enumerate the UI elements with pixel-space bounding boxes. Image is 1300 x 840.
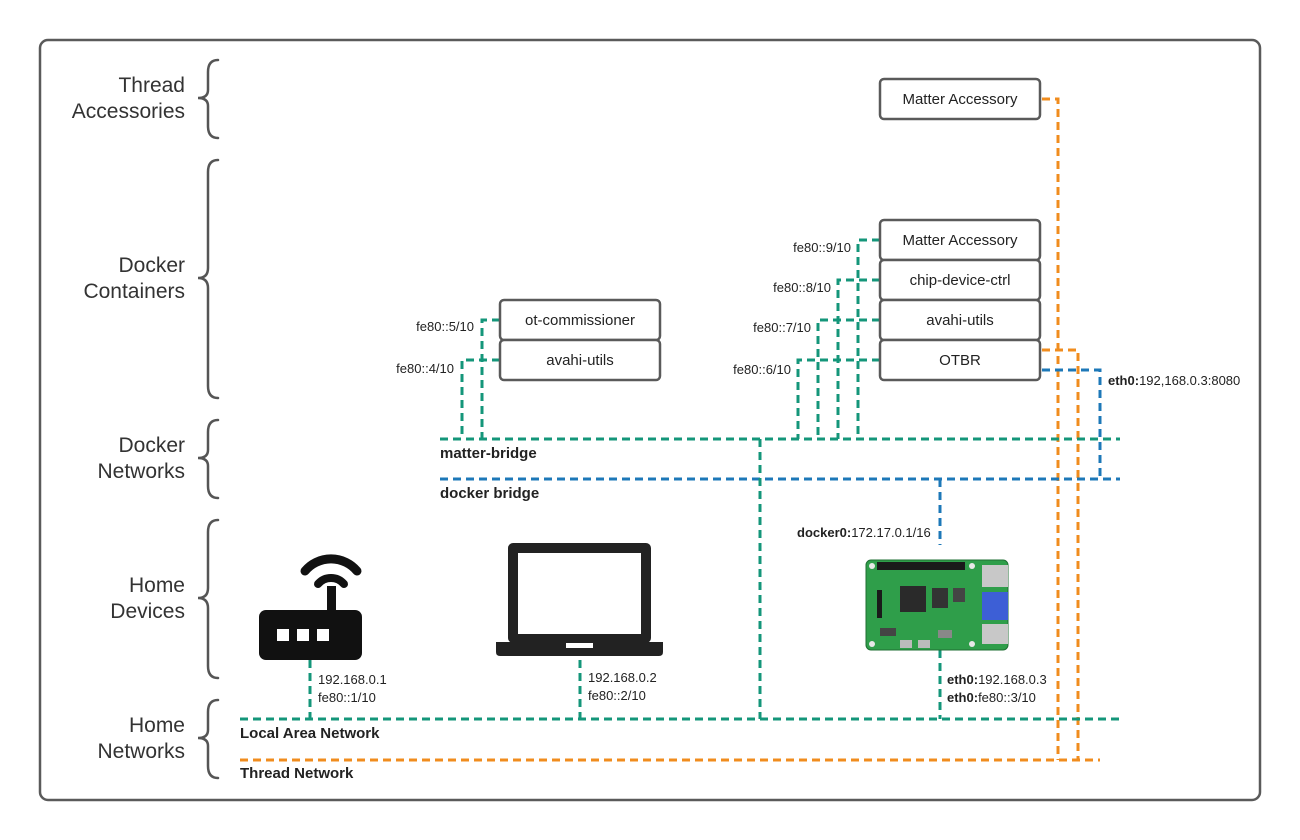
docker-bridge-link-otbr [1042, 368, 1102, 479]
box-avahi-utils-left-label: avahi-utils [546, 352, 614, 369]
laptop-icon [496, 543, 663, 656]
box-ot-commissioner[interactable]: ot-commissioner [498, 298, 662, 342]
box-otbr-label: OTBR [939, 352, 981, 369]
category-docker-containers-line1: Docker [118, 254, 185, 277]
addr-avahi-utils-left: fe80::4/10 [396, 361, 454, 376]
box-avahi-utils-right-label: avahi-utils [926, 312, 994, 329]
addr-pi-eth0-ipv4: eth0:192.168.0.3 [947, 672, 1047, 687]
brace-thread-accessories [197, 58, 220, 140]
category-home-devices: Home Devices [110, 518, 220, 680]
category-home-devices-line1: Home [129, 574, 185, 597]
thread-network-lines [240, 97, 1100, 762]
addr-pi-eth0-value-2: fe80::3/10 [978, 690, 1036, 705]
label-thread-network: Thread Network [240, 765, 354, 782]
addr-otbr-eth0: eth0:192,168.0.3:8080 [1108, 373, 1240, 388]
addr-pi-eth0-prefix-2: eth0: [947, 690, 978, 705]
link-otbr-matter-bridge [796, 358, 880, 439]
addr-docker0-prefix: docker0: [797, 525, 851, 540]
category-docker-networks-line2: Networks [97, 460, 185, 483]
brace-docker-networks [197, 418, 220, 500]
brace-home-devices [197, 518, 220, 680]
box-avahi-utils-right[interactable]: avahi-utils [878, 298, 1042, 342]
brace-docker-containers [197, 158, 220, 400]
addr-ot-commissioner: fe80::5/10 [416, 319, 474, 334]
green-network-lines [240, 238, 1120, 721]
box-chip-device-ctrl-label: chip-device-ctrl [910, 272, 1011, 289]
addr-router-ipv4: 192.168.0.1 [318, 672, 387, 687]
box-otbr[interactable]: OTBR [878, 338, 1042, 382]
addr-otbr-eth0-prefix: eth0: [1108, 373, 1139, 388]
addr-laptop-ipv6: fe80::2/10 [588, 688, 646, 703]
brace-home-networks [197, 698, 220, 780]
category-home-networks: Home Networks [97, 698, 220, 780]
addr-laptop-ipv4: 192.168.0.2 [588, 670, 657, 685]
box-matter-accessory-thread-label: Matter Accessory [902, 91, 1018, 108]
box-ot-commissioner-label: ot-commissioner [525, 312, 635, 329]
label-docker-bridge: docker bridge [440, 485, 539, 502]
addr-chip-device-ctrl: fe80::8/10 [773, 280, 831, 295]
box-matter-accessory-docker[interactable]: Matter Accessory [878, 218, 1042, 262]
docker-bridge-lines [440, 368, 1120, 545]
box-matter-accessory-docker-label: Matter Accessory [902, 232, 1018, 249]
addr-avahi-utils-right: fe80::7/10 [753, 320, 811, 335]
label-local-area-network: Local Area Network [240, 725, 380, 742]
category-thread-accessories: Thread Accessories [72, 58, 220, 140]
wifi-router-icon [259, 554, 362, 660]
link-chip-device-ctrl [836, 278, 880, 439]
category-docker-networks: Docker Networks [97, 418, 220, 500]
addr-docker0-value: 172.17.0.1/16 [851, 525, 931, 540]
category-thread-accessories-line1: Thread [118, 74, 185, 97]
thread-link-matter-accessory [1042, 97, 1060, 760]
category-home-devices-line2: Devices [110, 600, 185, 623]
link-matter-accessory-docker [856, 238, 880, 439]
addr-matter-accessory: fe80::9/10 [793, 240, 851, 255]
link-ot-commissioner [480, 318, 500, 439]
link-avahi-utils-right [816, 318, 880, 439]
addr-router-ipv6: fe80::1/10 [318, 690, 376, 705]
category-home-networks-line1: Home [129, 714, 185, 737]
category-docker-containers-line2: Containers [83, 280, 185, 303]
category-docker-containers: Docker Containers [83, 158, 220, 400]
addr-pi-eth0-ipv6: eth0:fe80::3/10 [947, 690, 1036, 705]
box-chip-device-ctrl[interactable]: chip-device-ctrl [878, 258, 1042, 302]
box-matter-accessory-thread[interactable]: Matter Accessory [878, 77, 1042, 121]
category-docker-networks-line1: Docker [118, 434, 185, 457]
category-home-networks-line2: Networks [97, 740, 185, 763]
raspberry-pi-board-icon [865, 559, 1009, 651]
addr-pi-eth0-value-1: 192.168.0.3 [978, 672, 1047, 687]
category-thread-accessories-line2: Accessories [72, 100, 185, 123]
addr-otbr-eth0-value: 192,168.0.3:8080 [1139, 373, 1240, 388]
addr-otbr: fe80::6/10 [733, 362, 791, 377]
label-matter-bridge: matter-bridge [440, 445, 537, 462]
box-avahi-utils-left[interactable]: avahi-utils [498, 338, 662, 382]
addr-docker0: docker0:172.17.0.1/16 [797, 525, 931, 540]
addr-pi-eth0-prefix-1: eth0: [947, 672, 978, 687]
